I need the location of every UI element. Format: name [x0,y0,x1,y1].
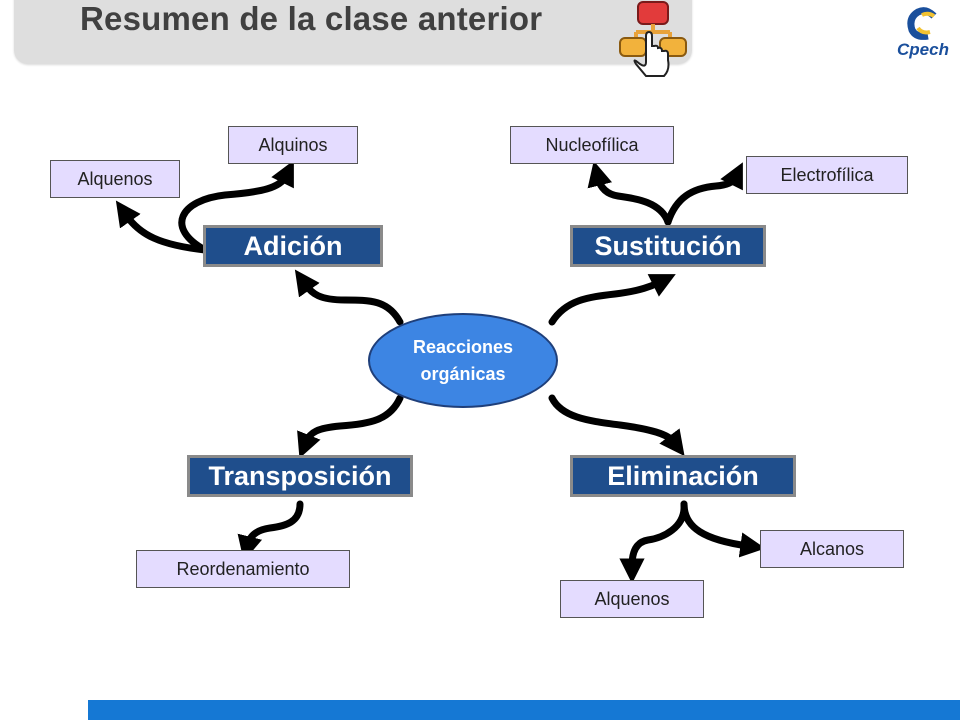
arrow-to-sustitucion [548,274,676,326]
subtype-electrofilica: Electrofílica [746,156,908,194]
central-node-reacciones-organicas: Reacciones orgánicas [368,313,558,408]
arrow-to-alquenos-adicion [115,200,209,254]
arrow-to-alcanos [680,500,766,558]
category-transposicion: Transposición [187,455,413,497]
category-adicion: Adición [203,225,383,267]
central-node-line-2: orgánicas [420,363,506,384]
category-eliminacion: Eliminación [570,455,796,497]
subtype-alquenos-eliminacion: Alquenos [560,580,704,618]
cpech-logo: Cpech [888,6,958,66]
arrow-to-alquinos [178,160,294,254]
arrow-to-adicion [294,269,404,326]
footer-accent-bar [88,700,960,720]
subtype-reordenamiento: Reordenamiento [136,550,350,588]
hierarchy-click-icon [619,1,687,77]
category-sustitucion: Sustitución [570,225,766,267]
logo-text: Cpech [897,40,949,59]
subtype-alquinos: Alquinos [228,126,358,164]
logo-mark-icon [907,7,937,40]
title-banner: Resumen de la clase anterior [14,0,692,77]
central-node-line-1: Reacciones [412,336,514,357]
arrow-to-transposicion [297,394,404,459]
arrow-to-nucleofilica [587,160,672,226]
subtype-alquenos-adicion: Alquenos [50,160,180,198]
arrow-to-eliminacion [548,394,685,457]
arrow-to-electrofilica [664,162,743,226]
subtype-nucleofilica: Nucleofílica [510,126,674,164]
arrow-to-reordenamiento [237,500,304,562]
subtype-alcanos: Alcanos [760,530,904,568]
page-title: Resumen de la clase anterior [80,0,543,37]
arrow-to-alquenos-eliminacion [619,500,688,584]
